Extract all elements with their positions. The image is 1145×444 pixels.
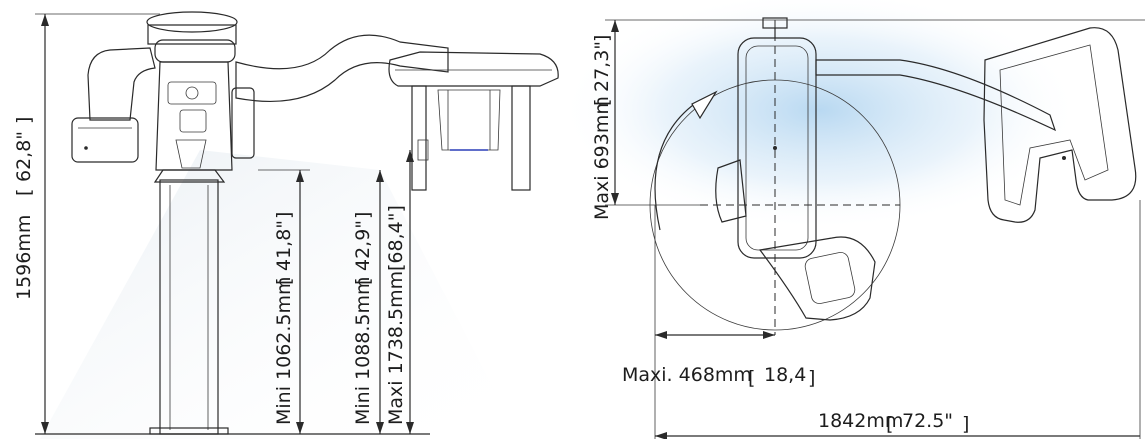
top-body bbox=[737, 17, 817, 259]
bracket-right: ] bbox=[962, 413, 969, 435]
bracket-right: ] bbox=[808, 367, 815, 389]
bracket-left: [ bbox=[886, 413, 893, 435]
maxi-2-inch: [68,4"] bbox=[385, 205, 407, 271]
ceph-head-holder bbox=[411, 85, 531, 191]
total-width-inch: 72.5" bbox=[902, 410, 953, 432]
bracket-right: ] bbox=[273, 212, 295, 219]
maxi-2-label: Maxi 1738.5mm bbox=[385, 271, 407, 425]
bracket-right: ] bbox=[13, 117, 35, 124]
mini-2-inch: 42,9" bbox=[352, 220, 374, 271]
mini-2-label: Mini 1088.5mm bbox=[352, 276, 374, 425]
head-unit bbox=[146, 11, 255, 171]
dim-total-height: 1596mm [ 62,8" ] bbox=[13, 13, 160, 434]
blue-glow-decoration bbox=[560, 0, 1080, 230]
bracket-left: [ bbox=[591, 99, 613, 106]
side-view: 1596mm [ 62,8" ] Mini 1062.5mm [ 41,8" ] bbox=[13, 11, 559, 435]
dim-depth-max: Maxi 693mm [ 27,3" ] bbox=[591, 19, 1145, 220]
dim-arm-width: Maxi. 468mm [ 18,4 ] bbox=[622, 205, 815, 439]
arm-width-inch: 18,4 bbox=[764, 364, 806, 386]
total-width-label: 1842mm bbox=[818, 410, 903, 432]
bracket-right: ] bbox=[352, 212, 374, 219]
top-view: Maxi 693mm [ 27,3" ] Maxi. 468mm [ 18,4 … bbox=[591, 17, 1145, 440]
dim-total-width: 1842mm [ 72.5" ] bbox=[655, 200, 1141, 440]
depth-max-inch: 27,3" bbox=[591, 41, 613, 92]
dim-mini-maxi: Mini 1088.5mm [ 42,9" ] Maxi 1738.5mm [6… bbox=[352, 150, 414, 434]
dim-mini-1: Mini 1062.5mm [ 41,8" ] bbox=[258, 169, 310, 434]
bracket-left: [ bbox=[352, 278, 374, 285]
ceph-arm bbox=[235, 34, 559, 103]
bracket-left: [ bbox=[273, 278, 295, 285]
left-arm bbox=[71, 47, 156, 163]
top-ceph-arm bbox=[815, 27, 1137, 223]
bracket-left: [ bbox=[748, 367, 755, 389]
bracket-left: [ bbox=[13, 189, 35, 196]
rotation-arrow-icon bbox=[654, 90, 718, 231]
total-height-label: 1596mm bbox=[13, 215, 35, 300]
column bbox=[149, 179, 229, 435]
top-tube-head bbox=[715, 159, 876, 321]
depth-max-label: Maxi 693mm bbox=[591, 96, 613, 220]
mini-1-inch: 41,8" bbox=[273, 220, 295, 271]
arm-width-label: Maxi. 468mm bbox=[622, 364, 752, 386]
total-height-inch: 62,8" bbox=[13, 131, 35, 182]
bracket-right: ] bbox=[591, 35, 613, 42]
mini-1-label: Mini 1062.5mm bbox=[273, 276, 295, 425]
